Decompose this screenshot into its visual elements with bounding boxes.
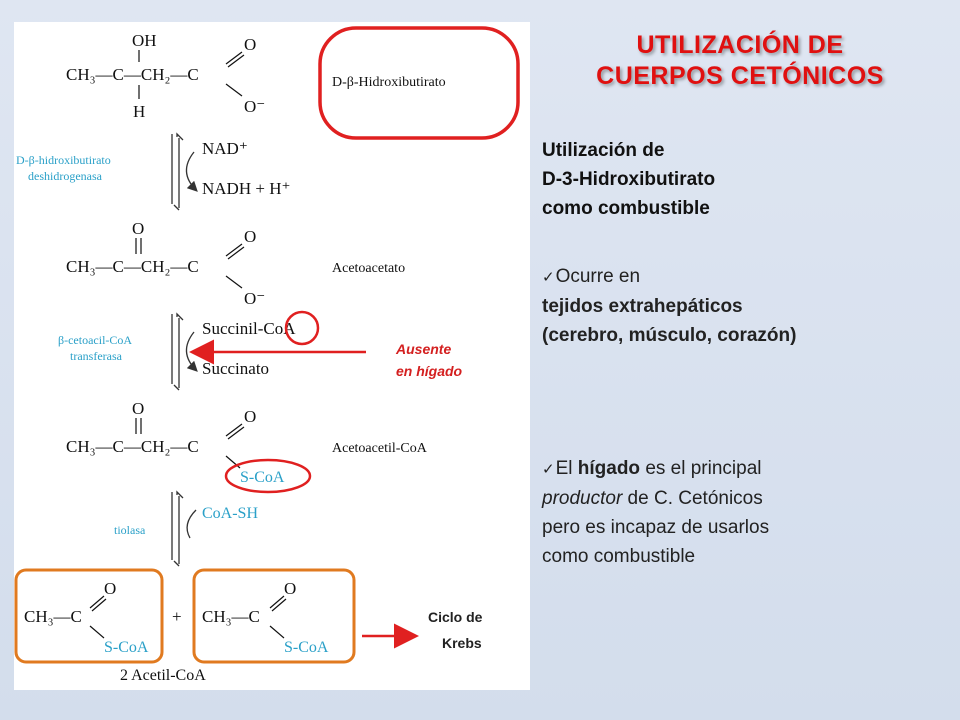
bullet2-line4: como combustible [542, 546, 696, 567]
acetylcoa1-highlight [14, 568, 164, 664]
bullet2-line2: productor de C. Cetónicos [542, 488, 763, 509]
succinate: Succinato [202, 359, 269, 378]
scoa-highlight-ellipse [224, 458, 312, 494]
title-line2: CUERPOS CETÓNICOS [596, 62, 884, 90]
acetoacetylcoa-backbone: CH₃—C—CH₂—C [66, 437, 199, 456]
bullet1-line3: (cerebro, músculo, corazón) [542, 325, 797, 346]
bullet1-line2: tejidos extrahepáticos [542, 296, 743, 317]
acetoacetate-structure: O CH₃—C—CH₂—C O O⁻ Acetoacetato [66, 219, 405, 308]
enzyme1-name-line2: deshidrogenasa [28, 169, 103, 183]
absent-in-liver-line1: Ausente [395, 341, 451, 357]
step1-reaction: D-β-hidroxibutirato deshidrogenasa NAD⁺ … [16, 132, 290, 211]
bullet2-line3: pero es incapaz de usarlos [542, 517, 770, 538]
keto-o: O [132, 219, 144, 238]
hydroxybutyrate-label: D-β-Hidroxibutirato [332, 75, 446, 90]
acetylcoa1-scoa: S-CoA [104, 639, 149, 656]
bullet-extrahepatic: ✓Ocurre en tejidos extrahepáticos (cereb… [542, 262, 942, 350]
acetoacetylcoa-structure: O CH₃—C—CH₂—C O S-CoA Acetoacetil-CoA [66, 399, 428, 494]
krebs-label-line2: Krebs [442, 635, 482, 651]
plus-sign: + [172, 607, 182, 626]
coa-highlight-circle [284, 310, 320, 346]
check-icon: ✓ [542, 461, 555, 478]
subtitle-line2: D-3-Hidroxibutirato [542, 169, 716, 190]
acetylcoa2-scoa: S-CoA [284, 639, 329, 656]
acetylcoa-label: 2 Acetil-CoA [120, 667, 206, 684]
oh-group: OH [132, 31, 157, 50]
thiolase-name: tiolasa [114, 523, 146, 537]
acetylcoa2-o: O [284, 579, 296, 598]
title-line1: UTILIZACIÓN DE [636, 31, 844, 59]
acetoacetate-o-top: O [244, 227, 256, 246]
carboxyl-o-top: O [244, 35, 256, 54]
hydroxybutyrate-backbone: CH₃—C—CH₂—C [66, 65, 199, 84]
subtitle-line3: como combustible [542, 198, 710, 219]
ketone-utilization-pathway: OH CH₃—C—CH₂—C H O O⁻ D-β-Hidroxibutirat… [14, 26, 520, 684]
subtitle-line1: Utilización de [542, 140, 665, 161]
pathway-diagram-panel: OH CH₃—C—CH₂—C H O O⁻ D-β-Hidroxibutirat… [14, 22, 530, 690]
hydroxybutyrate-structure: OH CH₃—C—CH₂—C H O O⁻ [66, 31, 265, 121]
bullet2-line1: ✓El hígado es el principal [542, 458, 762, 479]
carboxyl-o-bottom: O⁻ [244, 97, 265, 116]
acetylcoa1-backbone: CH₃—C [24, 607, 82, 626]
acetoacetate-o-bottom: O⁻ [244, 289, 265, 308]
acetylcoa2-highlight [192, 568, 356, 664]
acetylcoa2-backbone: CH₃—C [202, 607, 260, 626]
slide-title: UTILIZACIÓN DE CUERPOS CETÓNICOS [540, 30, 940, 92]
acetoacetylcoa-scoa: S-CoA [240, 469, 285, 486]
enzyme1-name-line1: D-β-hidroxibutirato [16, 153, 111, 167]
step2-reaction: β-cetoacil-CoA transferasa Succinil-CoA … [58, 310, 463, 391]
acetoacetylcoa-o-top: O [244, 407, 256, 426]
bullet-liver: ✓El hígado es el principal productor de … [542, 454, 942, 571]
check-icon: ✓ [542, 269, 555, 286]
hydroxybutyrate-highlight [318, 26, 520, 140]
acetylcoa-products: O CH₃—C S-CoA + O CH₃—C S-CoA 2 Acetil-C… [14, 568, 483, 684]
acetoacetate-label: Acetoacetato [332, 261, 405, 276]
succinyl-coa: Succinil-CoA [202, 319, 296, 338]
enzyme2-name-line2: transferasa [70, 349, 123, 363]
section-heading: Utilización de D-3-Hidroxibutirato como … [542, 136, 942, 223]
acetylcoa1-o: O [104, 579, 116, 598]
nadh: NADH + H⁺ [202, 179, 290, 198]
h-atom: H [133, 102, 145, 121]
acetoacetate-backbone: CH₃—C—CH₂—C [66, 257, 199, 276]
enzyme2-name-line1: β-cetoacil-CoA [58, 333, 132, 347]
bullet1-line1: ✓Ocurre en [542, 266, 641, 287]
step3-reaction: tiolasa CoA-SH [114, 490, 258, 567]
acetoacetylcoa-keto-o: O [132, 399, 144, 418]
acetoacetylcoa-label: Acetoacetil-CoA [332, 441, 428, 456]
nad-plus: NAD⁺ [202, 139, 248, 158]
krebs-label-line1: Ciclo de [428, 609, 483, 625]
absent-in-liver-line2: en hígado [396, 363, 463, 379]
coash: CoA-SH [202, 505, 258, 522]
